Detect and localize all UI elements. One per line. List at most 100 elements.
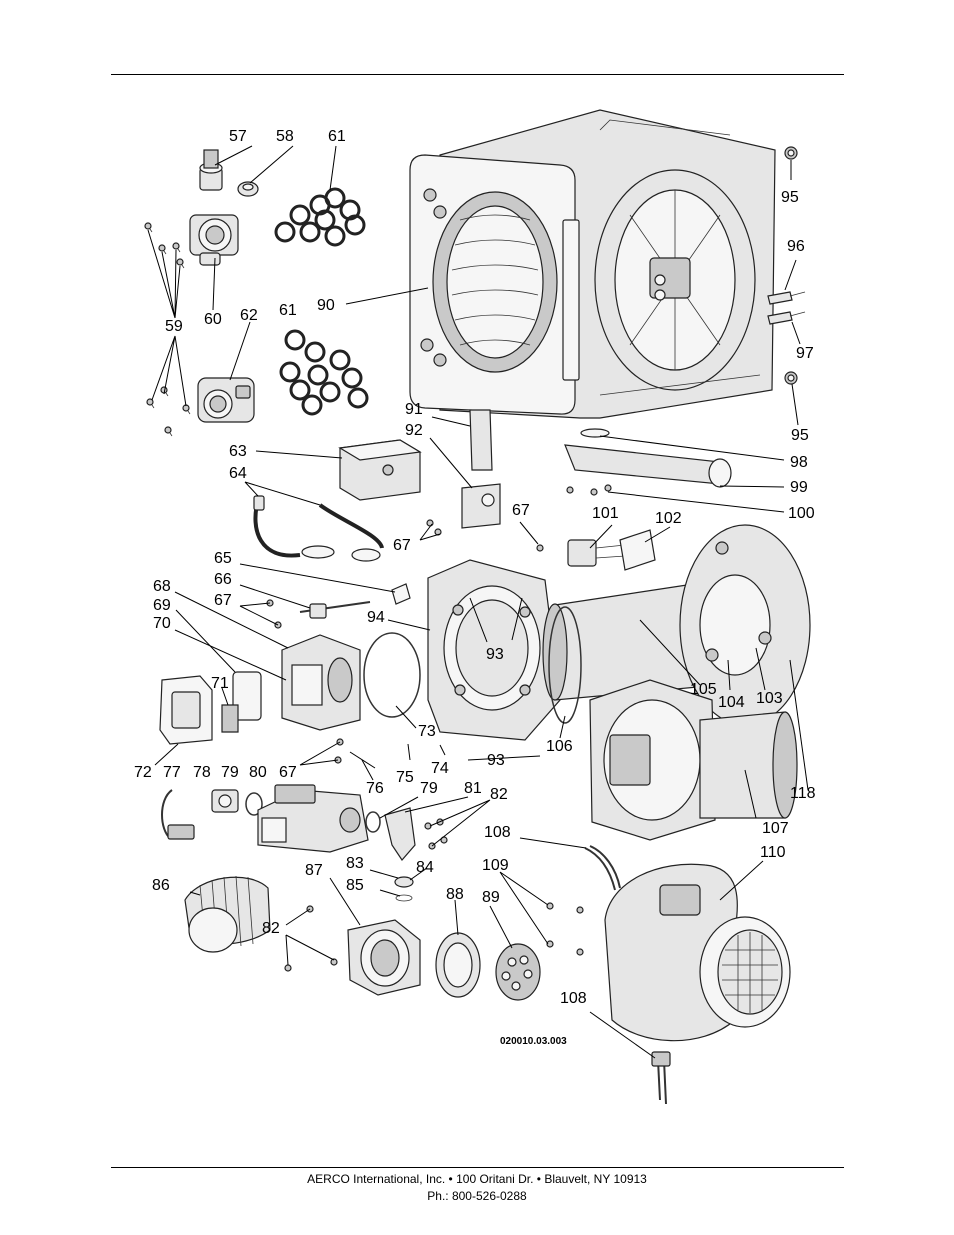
part-79-o-ring xyxy=(245,792,263,816)
o-ring xyxy=(289,204,311,226)
callout-95: 95 xyxy=(781,189,799,206)
callout-60: 60 xyxy=(204,311,222,328)
part-97-sensor xyxy=(767,311,806,325)
callout-108: 108 xyxy=(484,824,511,841)
callout-63: 63 xyxy=(229,443,247,460)
callout-69: 69 xyxy=(153,597,171,614)
o-ring xyxy=(314,209,336,231)
callout-102: 102 xyxy=(655,510,682,527)
callout-79: 79 xyxy=(420,780,438,797)
callout-101: 101 xyxy=(592,505,619,522)
callout-99: 99 xyxy=(790,479,808,496)
part-72-gasket xyxy=(159,675,213,745)
part-61-o-rings-mid xyxy=(279,329,369,416)
o-ring xyxy=(307,364,329,386)
callout-89: 89 xyxy=(482,889,500,906)
callout-57: 57 xyxy=(229,128,247,145)
part-68-70-fan-adapter xyxy=(281,634,361,731)
callout-72: 72 xyxy=(134,764,152,781)
part-86-flex-hose xyxy=(184,875,271,953)
part-99-air-tube xyxy=(564,444,732,488)
o-ring xyxy=(289,379,311,401)
callout-91: 91 xyxy=(405,401,423,418)
part-78-flange xyxy=(211,789,239,813)
o-ring xyxy=(274,221,296,243)
callout-108: 108 xyxy=(560,990,587,1007)
part-96-sensor xyxy=(767,291,806,305)
part-108-harness-bottom xyxy=(651,1051,671,1105)
part-95-fitting-top xyxy=(784,146,798,160)
o-ring xyxy=(301,394,323,416)
part-91-bracket xyxy=(469,409,493,471)
callout-79: 79 xyxy=(221,764,239,781)
callout-labels: 57 58 61 95 96 90 59 60 62 61 97 95 91 9… xyxy=(134,128,816,1047)
o-ring xyxy=(279,361,301,383)
part-58-nut xyxy=(237,181,259,197)
drawing-number: 020010.03.003 xyxy=(500,1036,567,1047)
callout-95: 95 xyxy=(791,427,809,444)
part-59-screws xyxy=(144,222,191,437)
callout-88: 88 xyxy=(446,886,464,903)
callout-62: 62 xyxy=(240,307,258,324)
o-ring xyxy=(319,381,341,403)
part-108-harness-top xyxy=(584,845,621,891)
callout-86: 86 xyxy=(152,877,170,894)
part-63-igniter xyxy=(338,439,422,501)
callout-67: 67 xyxy=(279,764,297,781)
callout-80: 80 xyxy=(249,764,267,781)
part-61-o-rings-top xyxy=(274,187,366,247)
callout-90: 90 xyxy=(317,297,335,314)
part-80-gas-valve xyxy=(257,784,369,853)
callout-87: 87 xyxy=(305,862,323,879)
part-92-plate xyxy=(461,483,501,529)
callout-73: 73 xyxy=(418,723,436,740)
callout-106: 106 xyxy=(546,738,573,755)
callout-105: 105 xyxy=(690,681,717,698)
header-rule xyxy=(111,74,844,75)
callout-71: 71 xyxy=(211,675,229,692)
part-64-ignition-cables xyxy=(253,495,384,562)
callout-97: 97 xyxy=(796,345,814,362)
callout-93: 93 xyxy=(487,752,505,769)
o-ring xyxy=(324,225,346,247)
part-73-gasket xyxy=(363,632,421,718)
o-ring xyxy=(284,329,306,351)
part-65-clip xyxy=(391,583,411,605)
part-66-flame-rod xyxy=(299,601,371,619)
part-83-85-fittings xyxy=(394,876,414,902)
callout-81: 81 xyxy=(464,780,482,797)
callout-75: 75 xyxy=(396,769,414,786)
part-100-screws xyxy=(566,484,612,496)
part-81-elbow xyxy=(384,807,416,861)
part-106-gasket xyxy=(548,606,582,724)
part-69-gasket xyxy=(232,671,262,721)
callout-78: 78 xyxy=(193,764,211,781)
callout-70: 70 xyxy=(153,615,171,632)
callout-103: 103 xyxy=(756,690,783,707)
footer-phone: Ph.: 800-526-0288 xyxy=(427,1189,527,1203)
part-62-valve-body xyxy=(197,377,255,423)
footer-rule xyxy=(111,1167,844,1168)
o-ring xyxy=(299,221,321,243)
part-57-sensor xyxy=(199,149,223,191)
part-79b-o-ring xyxy=(365,811,381,833)
part-109-screws xyxy=(546,902,584,956)
callout-110: 110 xyxy=(760,844,786,861)
footer-address: AERCO International, Inc. • 100 Oritani … xyxy=(307,1172,647,1186)
leader-lines xyxy=(147,145,809,1059)
callout-67: 67 xyxy=(512,502,530,519)
part-89-orifice-plate xyxy=(495,943,541,1001)
o-ring xyxy=(329,349,351,371)
part-110-blower xyxy=(604,863,791,1042)
callout-65: 65 xyxy=(214,550,232,567)
callout-92: 92 xyxy=(405,422,423,439)
callout-67: 67 xyxy=(393,537,411,554)
part-71-bracket xyxy=(221,704,239,733)
part-94-burner-plate xyxy=(427,559,561,741)
callout-58: 58 xyxy=(276,128,294,145)
callout-83: 83 xyxy=(346,855,364,872)
callout-84: 84 xyxy=(416,859,434,876)
callout-93: 93 xyxy=(486,646,504,663)
callout-76: 76 xyxy=(366,780,384,797)
